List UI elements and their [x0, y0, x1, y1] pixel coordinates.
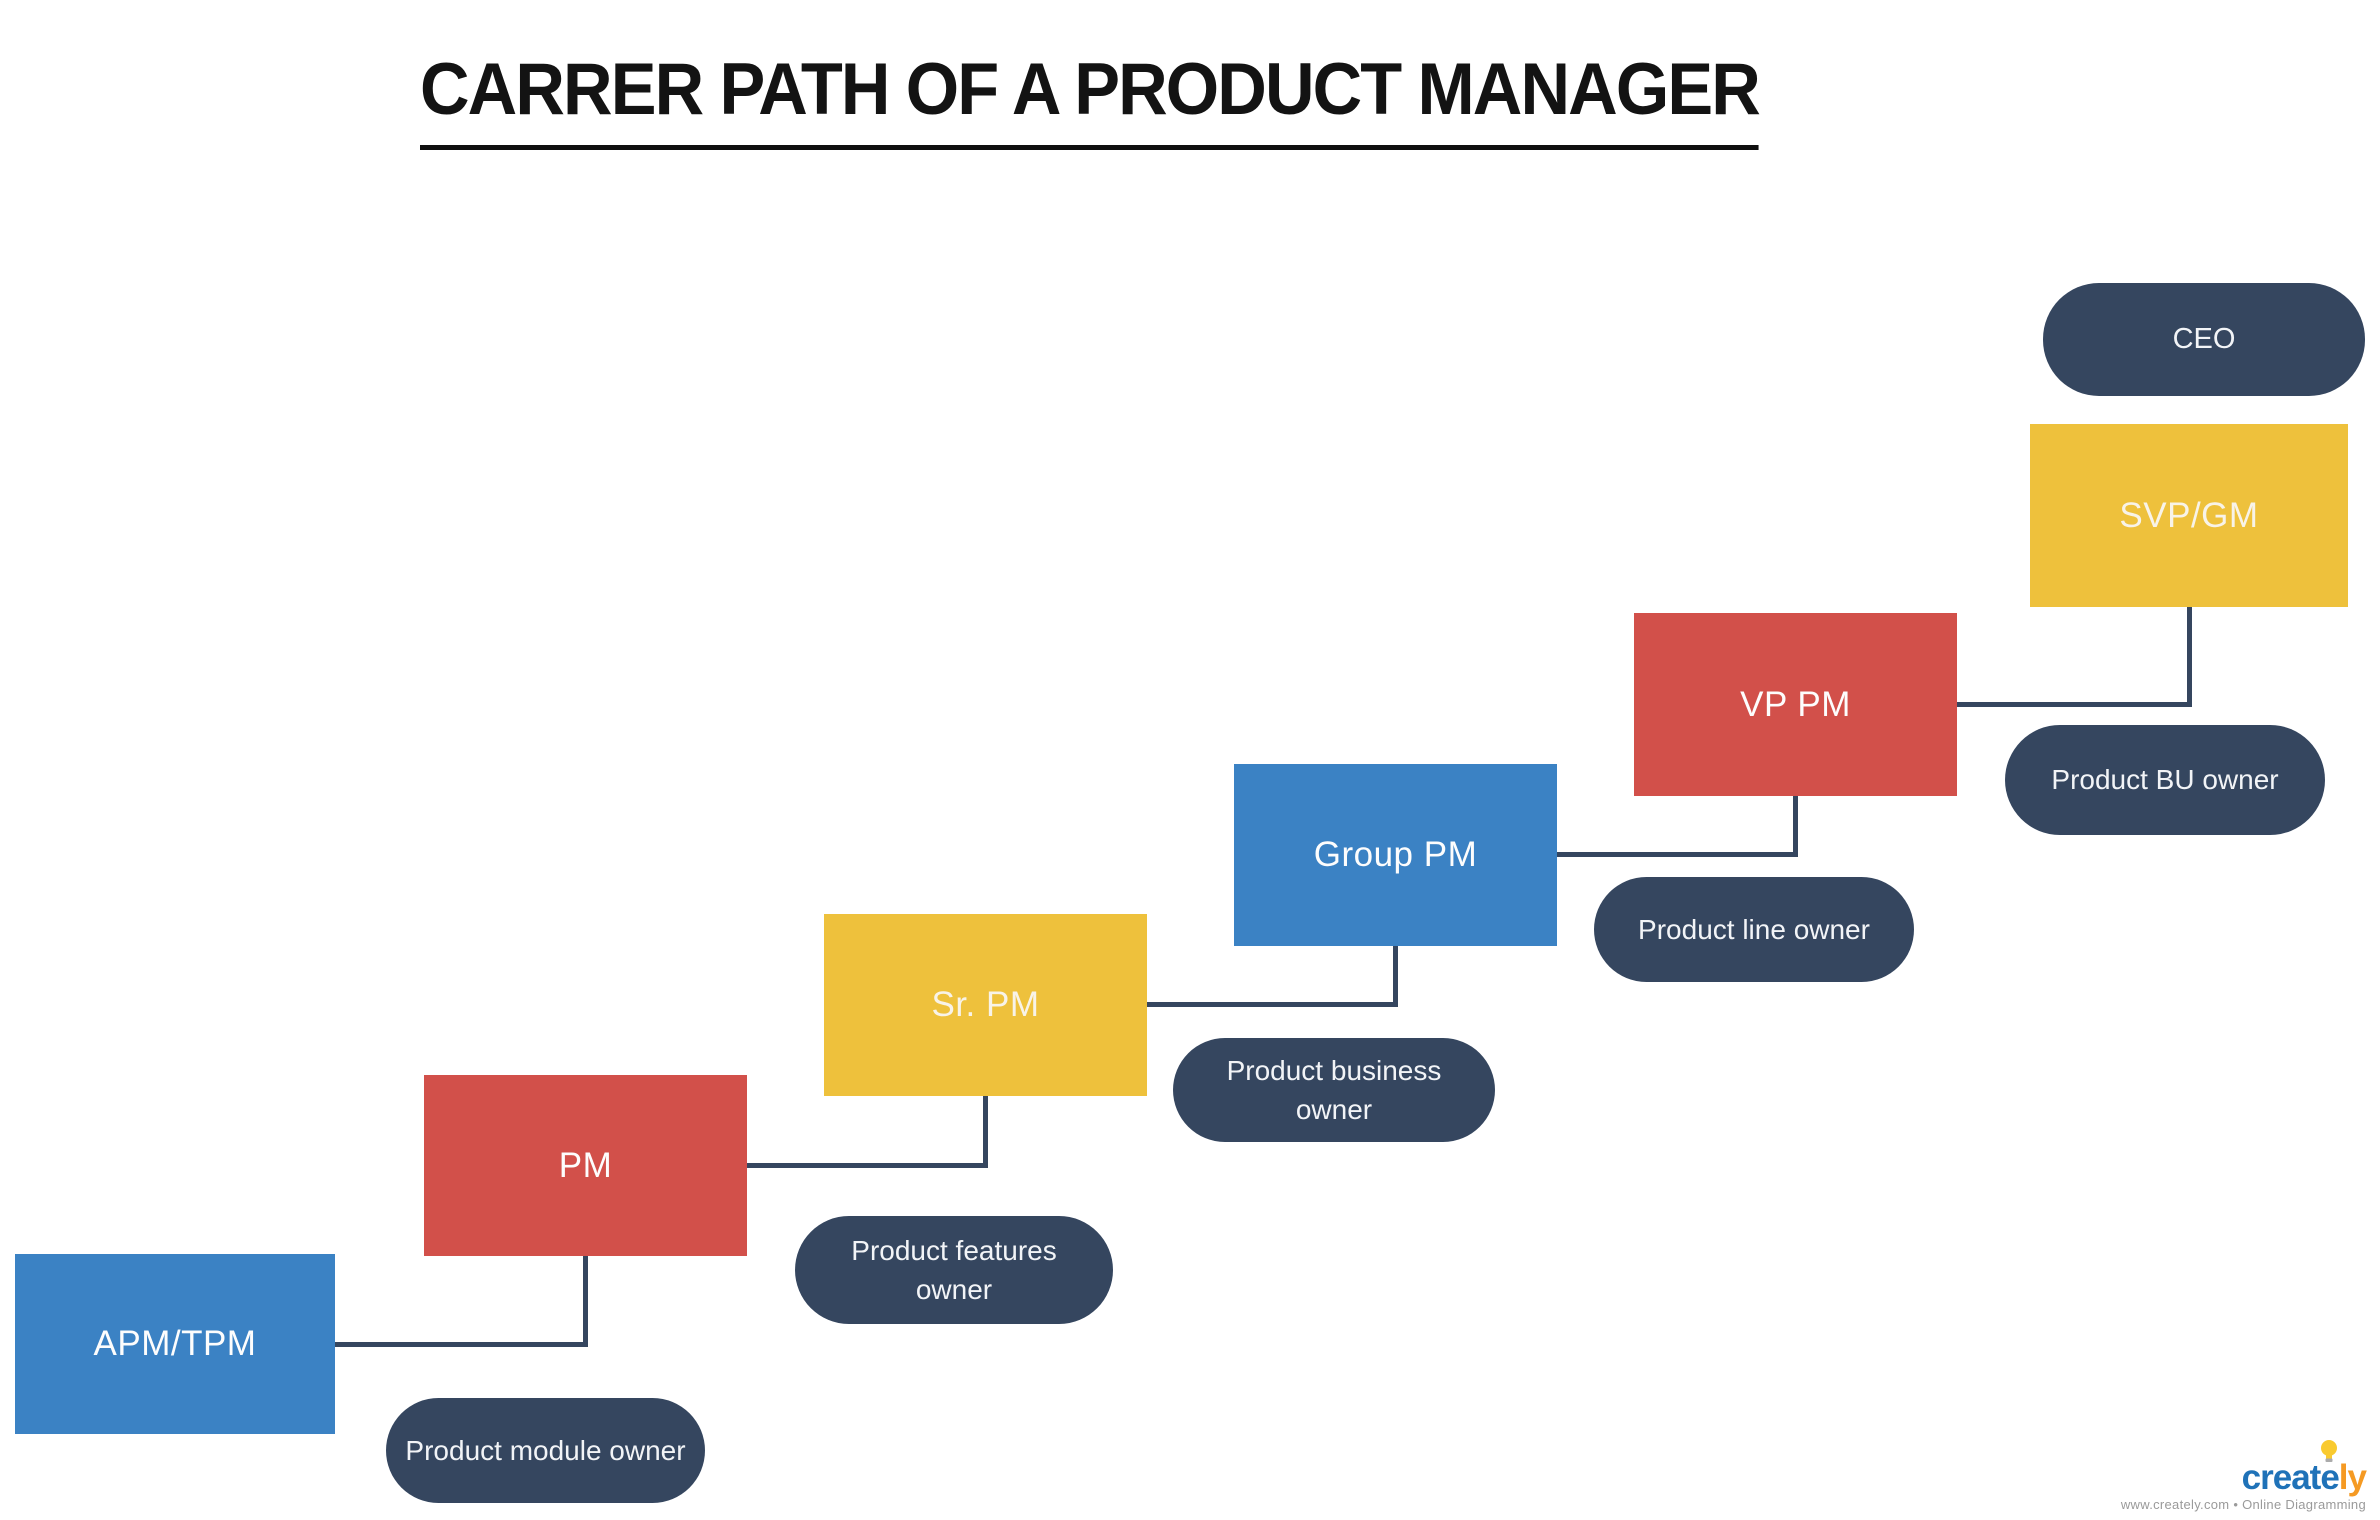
owner-pill-product-module: Product module owner — [386, 1398, 705, 1503]
role-box-svp-gm: SVP/GM — [2030, 424, 2348, 607]
logo-text-create: create — [2241, 1458, 2340, 1497]
ceo-label: CEO — [2172, 323, 2236, 356]
ceo-node: CEO — [2043, 283, 2365, 396]
connector-apm-pm-horizontal — [335, 1342, 588, 1347]
owner-pill-product-bu: Product BU owner — [2005, 725, 2325, 835]
creately-logo: creately — [2241, 1440, 2367, 1497]
role-box-vp-pm: VP PM — [1634, 613, 1957, 796]
creately-tagline: www.creately.com • Online Diagramming — [2120, 1497, 2366, 1512]
connector-pm-srpm-horizontal — [747, 1163, 988, 1168]
connector-vppm-svpgm-horizontal — [1957, 702, 2192, 707]
role-box-group-pm: Group PM — [1234, 764, 1557, 946]
connector-grouppm-vppm-horizontal — [1557, 852, 1798, 857]
role-box-pm: PM — [424, 1075, 747, 1256]
owner-pill-product-business: Product business owner — [1173, 1038, 1495, 1142]
connector-vppm-svpgm-vertical — [2187, 607, 2192, 707]
connector-apm-pm-vertical — [583, 1256, 588, 1347]
owner-pill-product-line: Product line owner — [1594, 877, 1914, 982]
connector-srpm-grouppm-horizontal — [1147, 1002, 1398, 1007]
lightbulb-icon — [2319, 1436, 2339, 1471]
connector-srpm-grouppm-vertical — [1393, 946, 1398, 1007]
role-box-sr-pm: Sr. PM — [824, 914, 1147, 1096]
connector-grouppm-vppm-vertical — [1793, 796, 1798, 857]
logo-text-ly: ly — [2338, 1458, 2367, 1497]
owner-pill-product-features: Product features owner — [795, 1216, 1113, 1324]
connector-pm-srpm-vertical — [983, 1096, 988, 1168]
page-title: CARRER PATH OF A PRODUCT MANAGER — [420, 48, 1761, 150]
role-box-apm-tpm: APM/TPM — [15, 1254, 335, 1434]
creately-watermark: creately www.creately.com • Online Diagr… — [2120, 1440, 2367, 1512]
